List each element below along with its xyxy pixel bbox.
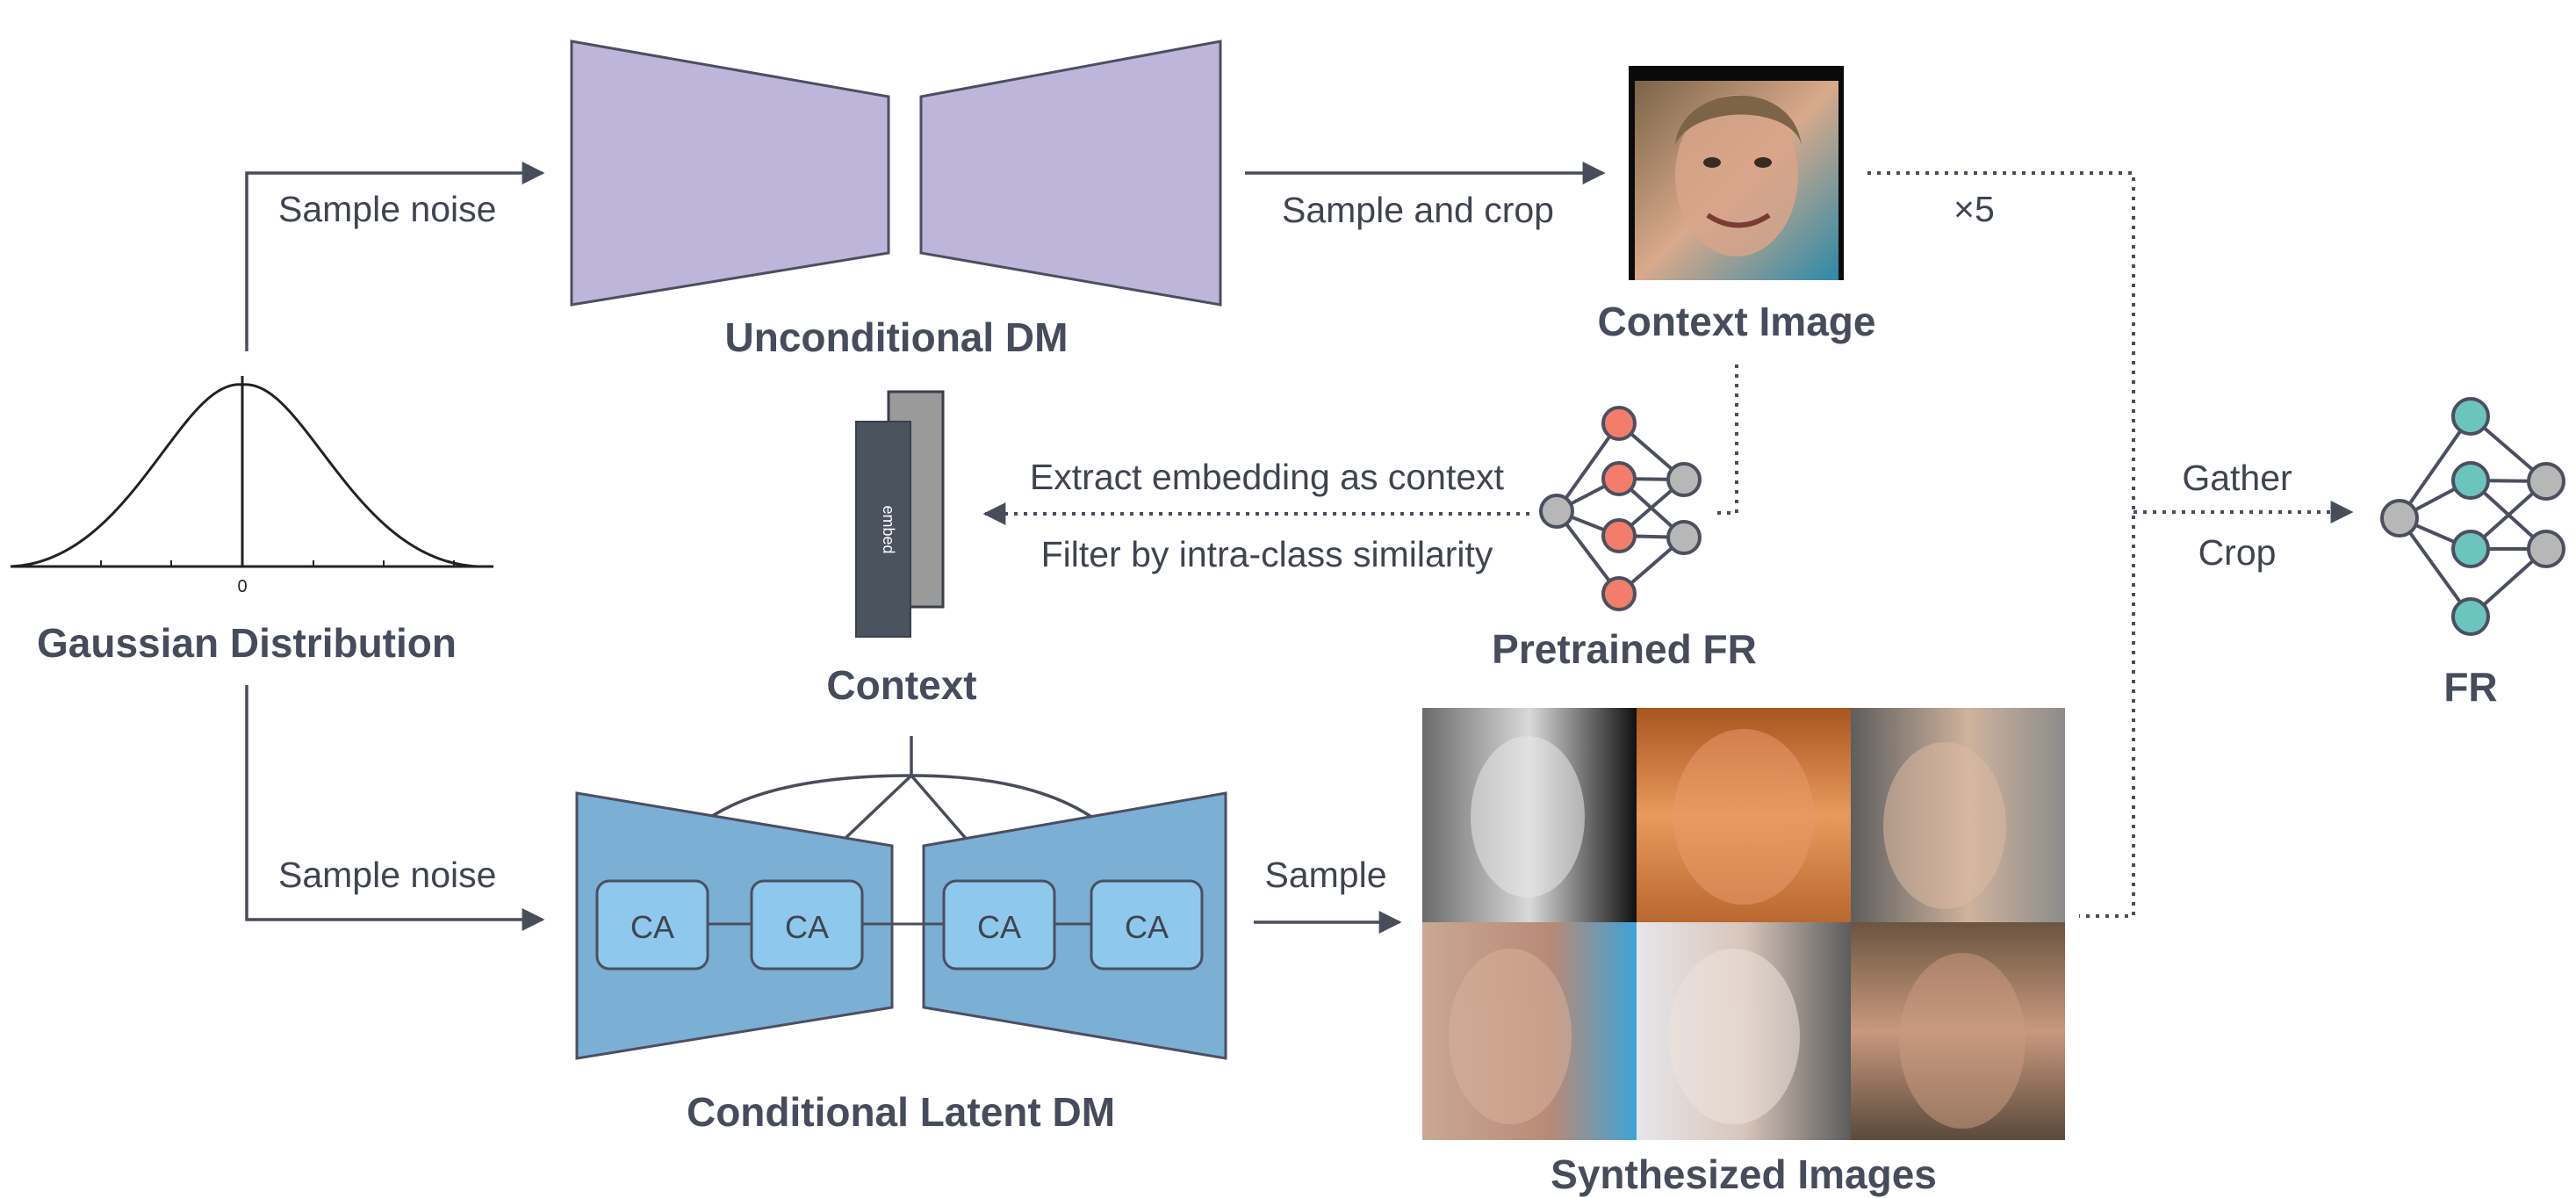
pretrained-fr-title: Pretrained FR — [1492, 626, 1757, 672]
unconditional-title: Unconditional DM — [725, 314, 1069, 360]
sample-and-crop-edge: Sample and crop — [1245, 162, 1606, 230]
fr-output-node — [2527, 530, 2565, 568]
synthesized-title: Synthesized Images — [1551, 1151, 1937, 1197]
crop-label: Crop — [2198, 532, 2277, 573]
ca-block-label: CA — [977, 909, 1021, 945]
synthesized-images: Synthesized Images — [1422, 708, 2065, 1197]
ca-block-label: CA — [630, 909, 674, 945]
filter-label: Filter by intra-class similarity — [1041, 534, 1493, 574]
fr-input-node — [2380, 499, 2419, 538]
fr-network: FR — [2380, 397, 2565, 710]
gaussian-distribution: 0 Gaussian Distribution — [10, 376, 493, 666]
gather-dotted-path — [1867, 171, 2135, 918]
pretrained-fr-hidden-node — [1601, 576, 1637, 611]
pretrained-fr-network: Pretrained FR — [1492, 406, 1757, 672]
sample-noise-top-edge: Sample noise — [245, 162, 545, 351]
sample-noise-bottom-edge: Sample noise — [245, 685, 545, 931]
fr-hidden-node — [2451, 461, 2490, 500]
conditional-latent-dm: CA CA CA CA Conditional Latent DM — [575, 791, 1227, 1135]
pretrained-fr-hidden-node — [1601, 518, 1637, 553]
context-title: Context — [826, 662, 976, 708]
gaussian-tick-zero: 0 — [237, 577, 247, 596]
gather-label: Gather — [2182, 458, 2292, 498]
conditional-decoder — [922, 791, 1227, 1060]
embed-label: embed — [880, 505, 897, 553]
context-front-card — [855, 421, 911, 638]
pretrained-fr-input-node — [1539, 494, 1574, 529]
context-embedding: embed Context — [826, 390, 977, 708]
fr-hidden-node — [2451, 597, 2490, 636]
pretrained-fr-output-node — [1666, 462, 1702, 497]
context-image-to-fr-path — [1716, 364, 1738, 515]
pretrained-fr-hidden-node — [1601, 406, 1637, 441]
gaussian-curve — [10, 383, 479, 568]
unconditional-decoder — [919, 40, 1222, 307]
conditional-encoder — [575, 791, 894, 1060]
ca-block — [1090, 879, 1204, 971]
fr-hidden-node — [2451, 530, 2490, 568]
fr-title: FR — [2443, 664, 2497, 710]
sample-noise-bottom-label: Sample noise — [278, 855, 496, 895]
ca-block-label: CA — [785, 909, 829, 945]
pretrained-fr-hidden-node — [1601, 461, 1637, 496]
gather-paths: ×5 Gather Crop — [1867, 171, 2354, 918]
times-five-label: ×5 — [1954, 189, 1995, 229]
sample-edge: Sample — [1254, 855, 1402, 934]
extract-embedding-edge: Extract embedding as context Filter by i… — [982, 457, 1529, 574]
ca-block — [942, 879, 1056, 971]
unconditional-dm: Unconditional DM — [570, 40, 1222, 360]
sample-label: Sample — [1264, 855, 1386, 895]
extract-embedding-label: Extract embedding as context — [1030, 457, 1505, 497]
conditional-title: Conditional Latent DM — [687, 1089, 1115, 1135]
ca-block — [750, 879, 864, 971]
ca-block — [595, 879, 709, 971]
gaussian-title: Gaussian Distribution — [37, 620, 457, 666]
fr-output-node — [2527, 462, 2565, 501]
fr-hidden-node — [2451, 397, 2490, 436]
sample-noise-top-label: Sample noise — [278, 189, 496, 229]
context-image: Context Image — [1598, 66, 1876, 344]
pretrained-fr-output-node — [1666, 520, 1702, 555]
unconditional-encoder — [570, 40, 890, 307]
context-image-title: Context Image — [1598, 299, 1876, 344]
ca-block-label: CA — [1125, 909, 1169, 945]
sample-and-crop-label: Sample and crop — [1282, 190, 1554, 230]
